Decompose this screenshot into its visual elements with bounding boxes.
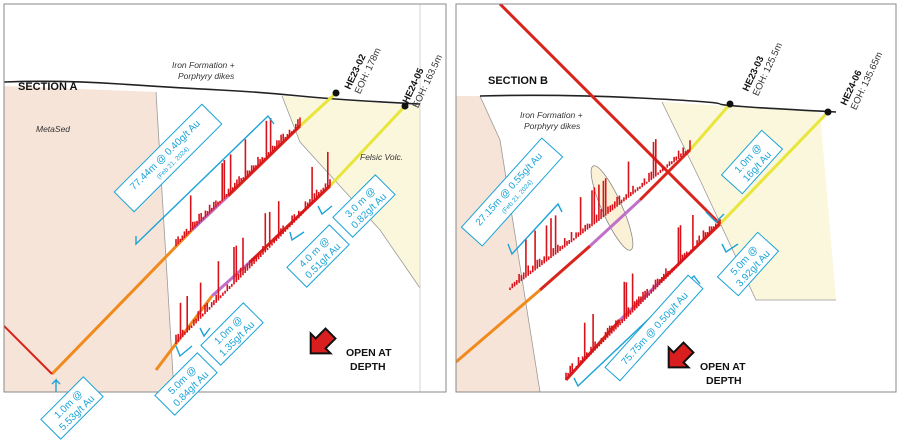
drillhole-he23-02 bbox=[4, 89, 340, 376]
open-at-depth-b: OPEN AT DEPTH bbox=[667, 341, 746, 387]
section-a-frame bbox=[3, 3, 447, 393]
topography-line-b bbox=[479, 94, 837, 113]
assay-histogram-he23-03 bbox=[509, 139, 691, 290]
bracket-3m bbox=[317, 205, 333, 216]
open-at-depth-a: OPEN AT DEPTH bbox=[309, 327, 392, 373]
unit-label-iron-b2: Porphyry dikes bbox=[524, 121, 581, 131]
felsic-unit bbox=[282, 96, 420, 288]
unit-label-felsic: Felsic Volc. bbox=[360, 152, 403, 162]
bracket-4m bbox=[289, 231, 305, 242]
metased-unit-b bbox=[456, 96, 540, 392]
bracket-1m-16g bbox=[705, 211, 725, 223]
section-b-panel bbox=[456, 4, 896, 392]
section-b-title: SECTION B bbox=[488, 75, 548, 87]
bracket-77m bbox=[135, 114, 275, 246]
bracket-75m bbox=[573, 274, 701, 388]
bracket-27m bbox=[507, 202, 563, 256]
svg-text:OPEN AT: OPEN AT bbox=[346, 347, 392, 359]
bracket-1m-b bbox=[51, 378, 61, 392]
down-arrow-icon-a bbox=[309, 327, 337, 355]
unit-label-iron-a2: Porphyry dikes bbox=[178, 71, 235, 81]
metased-unit bbox=[4, 86, 174, 392]
unit-label-iron-a1: Iron Formation + bbox=[172, 60, 235, 70]
drillhole-he23-03 bbox=[456, 100, 734, 364]
unit-label-iron-b1: Iron Formation + bbox=[520, 110, 583, 120]
bracket-5m-b bbox=[721, 243, 739, 254]
down-arrow-icon-b bbox=[667, 341, 695, 369]
section-b-frame bbox=[455, 3, 897, 393]
section-a-title: SECTION A bbox=[18, 81, 78, 93]
svg-text:OPEN AT: OPEN AT bbox=[700, 361, 746, 373]
felsic-unit-b bbox=[662, 102, 836, 300]
assay-histogram-he23-02 bbox=[175, 117, 301, 246]
bracket-5m bbox=[175, 345, 193, 358]
unit-label-metased: MetaSed bbox=[36, 124, 70, 134]
assay-histogram-he24-06 bbox=[565, 215, 721, 380]
interpreted-structure-line bbox=[498, 4, 722, 226]
svg-text:DEPTH: DEPTH bbox=[350, 361, 386, 373]
svg-text:DEPTH: DEPTH bbox=[706, 375, 742, 387]
bracket-1m-a bbox=[199, 327, 211, 338]
assay-histogram-he24-05 bbox=[175, 151, 331, 344]
